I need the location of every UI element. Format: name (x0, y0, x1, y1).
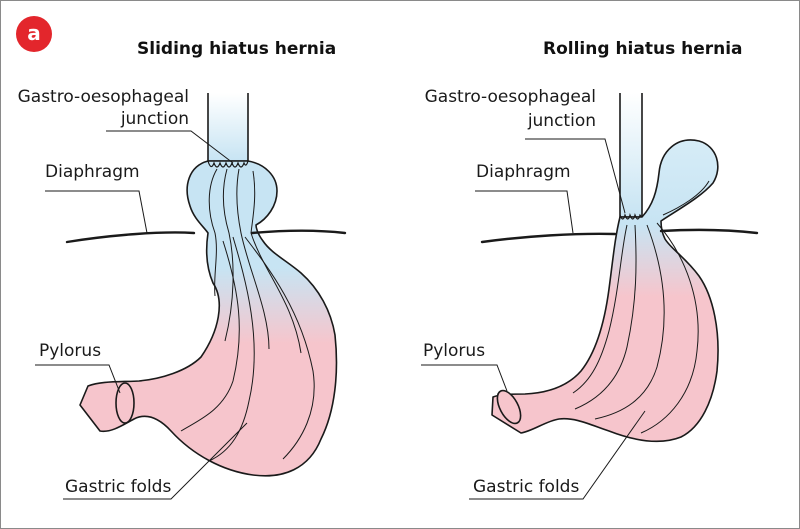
right-diaphragm-left (480, 232, 617, 244)
left-diaphragm-left (65, 231, 196, 244)
right-diaphragm-right (659, 228, 759, 235)
left-gastric-folds-label: Gastric folds (65, 477, 172, 497)
right-gastric-folds (572, 180, 710, 434)
right-title: Rolling hiatus hernia (543, 39, 743, 59)
right-pylorus-ring (496, 389, 522, 425)
left-leaders (35, 130, 248, 500)
left-stomach (79, 160, 338, 477)
left-title: Sliding hiatus hernia (137, 39, 337, 59)
right-gej-label-line1: Gastro-oesophageal (424, 87, 596, 107)
right-z-line (619, 212, 643, 220)
left-oesophagus (207, 93, 249, 162)
right-diaphragm-label: Diaphragm (476, 162, 571, 182)
left-diaphragm-right (250, 229, 347, 235)
right-gastric-folds-label: Gastric folds (473, 477, 580, 497)
right-gej-label-line2: junction (527, 111, 596, 131)
left-diaphragm-label: Diaphragm (45, 162, 140, 182)
sliding-hernia-diagram (35, 93, 347, 500)
rolling-hernia-diagram (421, 93, 759, 500)
left-gej-label-line2: junction (120, 109, 189, 129)
left-pylorus-label: Pylorus (39, 341, 102, 361)
left-pylorus-ring (115, 382, 135, 424)
right-oesophagus (619, 93, 643, 218)
right-pylorus-label: Pylorus (423, 341, 486, 361)
left-gej-label-line1: Gastro-oesophageal (17, 87, 189, 107)
panel-badge: a (16, 16, 52, 52)
panel-letter: a (27, 20, 41, 45)
right-leaders (421, 138, 646, 500)
right-stomach (491, 139, 719, 443)
left-gastric-folds (180, 168, 315, 462)
left-z-line (207, 160, 249, 168)
